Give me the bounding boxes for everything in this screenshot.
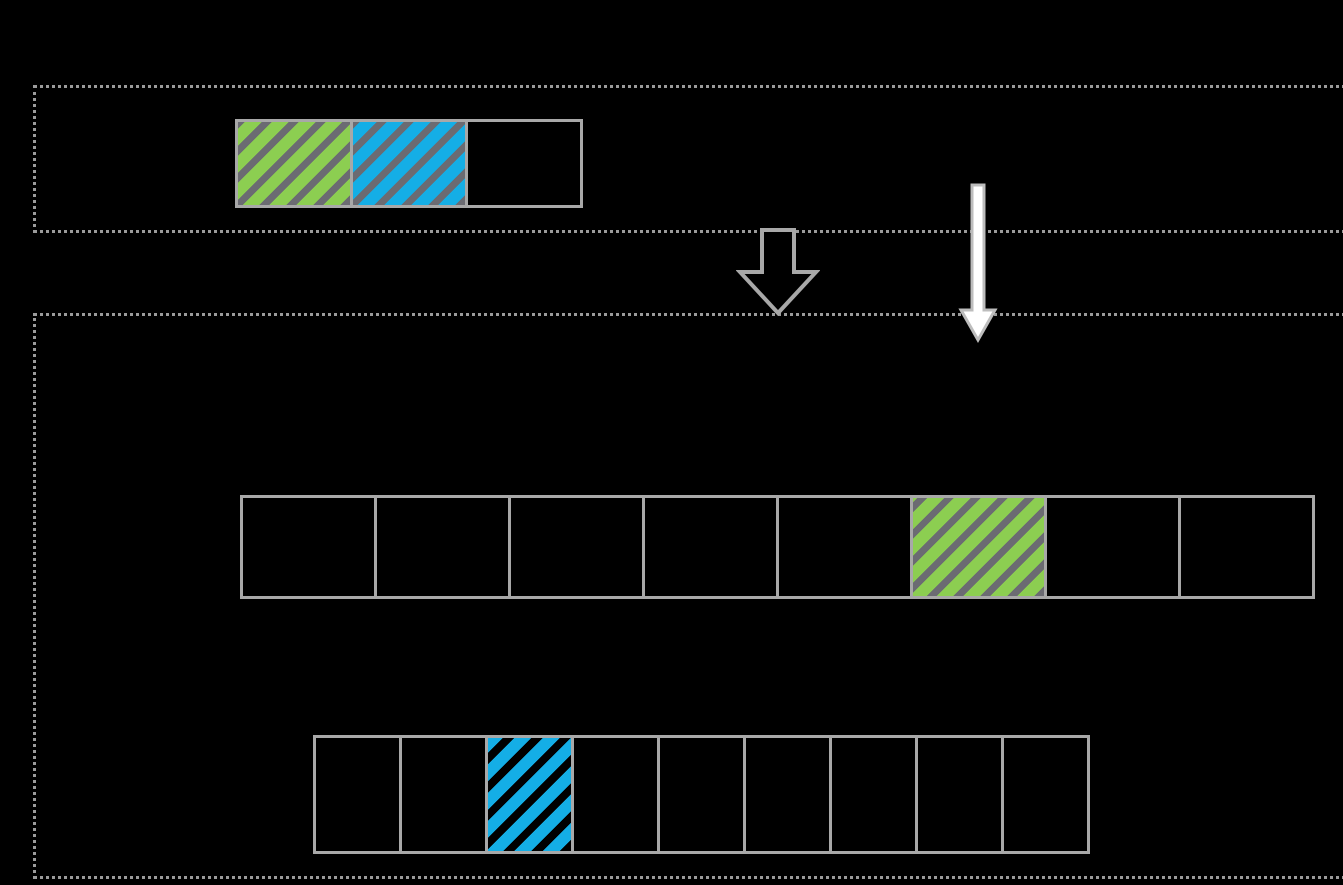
bottom-cell-4[interactable]: [657, 735, 746, 854]
target-region: [33, 313, 1343, 879]
bottom-cell-1[interactable]: [399, 735, 488, 854]
middle-cell-2[interactable]: [508, 495, 645, 599]
bottom-cell-7[interactable]: [915, 735, 1004, 854]
outline-down-arrow-icon: [736, 228, 820, 316]
middle-cell-7[interactable]: [1178, 495, 1315, 599]
bottom-cell-0[interactable]: [313, 735, 402, 854]
middle-cell-6[interactable]: [1044, 495, 1181, 599]
source-cell-2[interactable]: [465, 119, 583, 208]
source-strip: [235, 119, 583, 208]
bottom-cell-3[interactable]: [571, 735, 660, 854]
middle-cell-0[interactable]: [240, 495, 377, 599]
source-cell-0[interactable]: [235, 119, 353, 208]
bottom-cell-8[interactable]: [1001, 735, 1090, 854]
bottom-cell-6[interactable]: [829, 735, 918, 854]
source-region: [33, 85, 1343, 233]
middle-cell-3[interactable]: [642, 495, 779, 599]
middle-strip: [240, 495, 1315, 599]
source-cell-1[interactable]: [350, 119, 468, 208]
bottom-cell-5[interactable]: [743, 735, 832, 854]
middle-cell-4[interactable]: [776, 495, 913, 599]
bottom-cell-2[interactable]: [485, 735, 574, 854]
middle-cell-1[interactable]: [374, 495, 511, 599]
bottom-strip: [313, 735, 1090, 854]
solid-down-arrow-icon: [958, 182, 998, 344]
middle-cell-5[interactable]: [910, 495, 1047, 599]
